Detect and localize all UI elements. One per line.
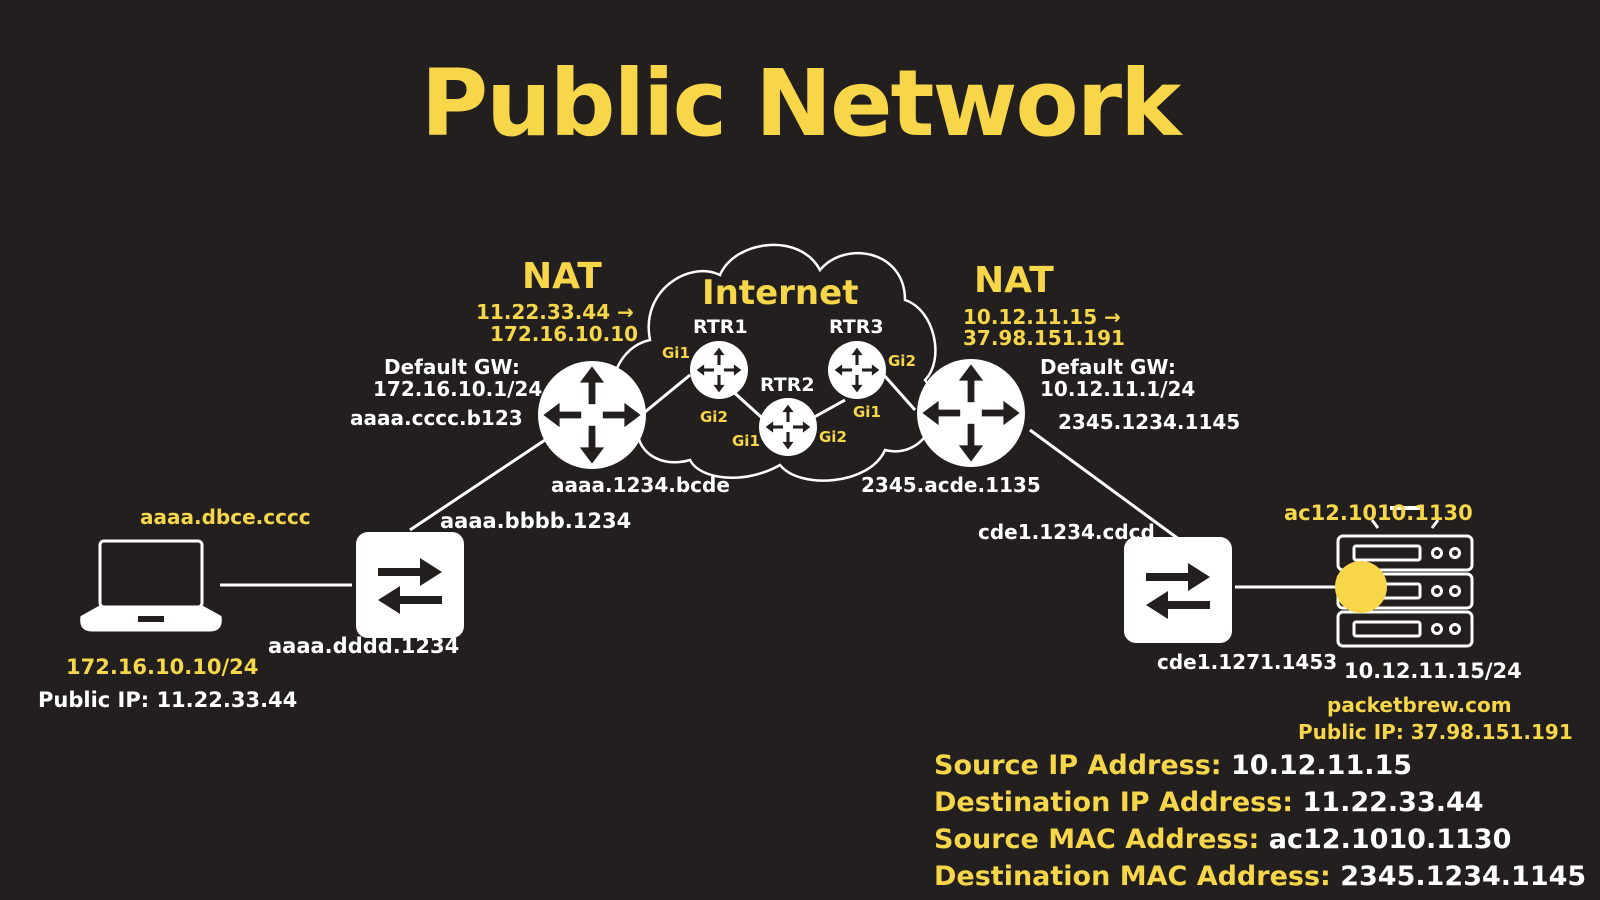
server-site: packetbrew.com (1327, 693, 1512, 717)
internet-label: Internet (702, 273, 859, 313)
router-right-mac-out: 2345.acde.1135 (861, 473, 1041, 497)
pc-mac: aaaa.dbce.cccc (140, 505, 311, 529)
packet-info-row: Source MAC Address: ac12.1010.1130 (934, 824, 1511, 855)
left-nat-label: NAT (522, 256, 602, 297)
right-gw-ip: 10.12.11.1/24 (1040, 377, 1196, 401)
rtr1-gi1-label: Gi1 (662, 344, 690, 362)
packet-info-label: Source IP Address: (934, 750, 1222, 781)
router-right-mac-in: 2345.1234.1145 (1058, 410, 1241, 434)
rtr1-gi2-label: Gi2 (700, 408, 728, 426)
left-gw-ip: 172.16.10.1/24 (373, 377, 543, 401)
right-nat-line2: 37.98.151.191 (963, 326, 1125, 350)
server-ip: 10.12.11.15/24 (1344, 659, 1522, 683)
switch-left-mac-up: aaaa.bbbb.1234 (440, 509, 632, 533)
right-nat-line1: 10.12.11.15 → (963, 305, 1121, 329)
router-left-mac-in: aaaa.cccc.b123 (350, 406, 523, 430)
laptop-icon (80, 539, 222, 632)
left-gw-label: Default GW: (384, 355, 520, 379)
rtr3-icon (828, 341, 886, 399)
packet-info-value: 11.22.33.44 (1302, 787, 1484, 818)
rtr1-icon (690, 341, 748, 399)
right-nat-label: NAT (974, 260, 1054, 301)
page-title: Public Network (420, 50, 1182, 157)
highlight-dot (1335, 561, 1387, 613)
packet-info-value: 10.12.11.15 (1231, 750, 1413, 781)
router-left-icon (538, 361, 646, 469)
rtr3-label: RTR3 (829, 316, 884, 338)
rtr2-gi2-label: Gi2 (819, 428, 847, 446)
packet-info-label: Destination IP Address: (934, 787, 1294, 818)
router-left-mac-out: aaaa.1234.bcde (551, 473, 730, 497)
rtr1-label: RTR1 (693, 316, 748, 338)
link-router-right-switch (1029, 428, 1181, 542)
server-mac: ac12.1010.1130 (1284, 501, 1473, 525)
rtr2-label: RTR2 (760, 374, 815, 396)
packet-info-row: Source IP Address: 10.12.11.15 (934, 750, 1412, 781)
switch-right-mac-up: cde1.1234.cdcd (978, 520, 1155, 544)
right-gw-label: Default GW: (1040, 355, 1176, 379)
left-nat-line2: 172.16.10.10 (490, 322, 639, 346)
switch-right-mac-down: cde1.1271.1453 (1157, 650, 1338, 674)
rtr2-icon (759, 398, 817, 456)
router-right-icon (917, 359, 1025, 467)
packet-info-label: Destination MAC Address: (934, 861, 1331, 892)
packet-info-label: Source MAC Address: (934, 824, 1260, 855)
cloud-icon (611, 243, 937, 482)
packet-info-row: Destination MAC Address: 2345.1234.1145 (934, 861, 1586, 892)
switch-left-mac-down: aaaa.dddd.1234 (268, 634, 460, 658)
link-router-left-rtr1 (644, 373, 691, 414)
switch-left-icon (356, 532, 464, 638)
rtr3-gi1-label: Gi1 (853, 403, 881, 421)
pc-public-ip: Public IP: 11.22.33.44 (38, 688, 298, 712)
packet-info-value: 2345.1234.1145 (1340, 861, 1587, 892)
left-nat-line1: 11.22.33.44 → (476, 300, 634, 324)
link-switch-router-left (409, 428, 561, 532)
packet-info-value: ac12.1010.1130 (1268, 824, 1512, 855)
server-public-ip: Public IP: 37.98.151.191 (1298, 720, 1573, 744)
switch-right-icon (1124, 537, 1232, 643)
rtr3-gi2-label: Gi2 (888, 352, 916, 370)
packet-info-row: Destination IP Address: 11.22.33.44 (934, 787, 1484, 818)
pc-ip: 172.16.10.10/24 (66, 655, 259, 679)
rtr2-gi1-label: Gi1 (732, 432, 760, 450)
